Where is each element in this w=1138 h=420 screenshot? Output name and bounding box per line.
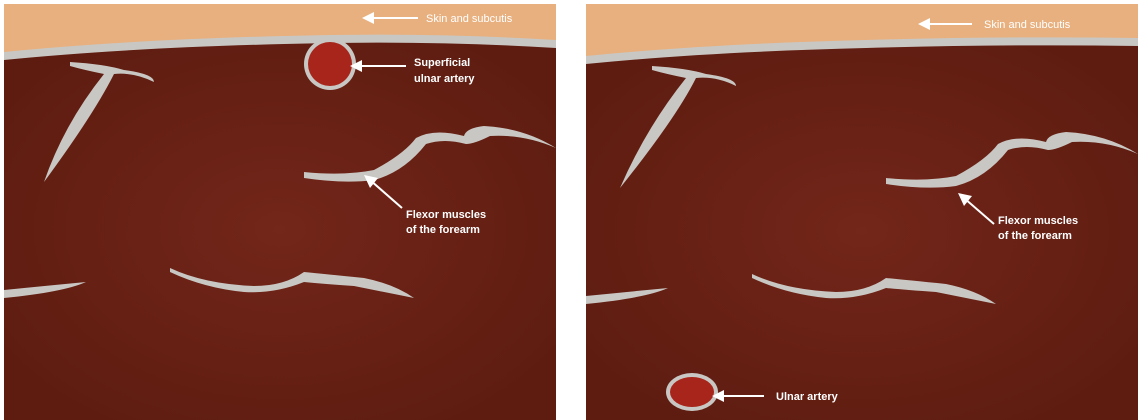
ulnar-artery xyxy=(670,377,714,407)
flexor-muscle-label-line1: Flexor muscles xyxy=(406,209,486,221)
superficial-artery-label-line1: Superficial xyxy=(414,57,470,69)
panel-left-illustration: Skin and subcutis Superficial ulnar arte… xyxy=(4,4,556,420)
superficial-ulnar-artery xyxy=(308,42,352,86)
panel-right-normal-variant: Skin and subcutis Flexor muscles of the … xyxy=(586,4,1138,420)
ulnar-artery-label: Ulnar artery xyxy=(776,391,839,403)
panel-right-illustration: Skin and subcutis Flexor muscles of the … xyxy=(586,4,1138,420)
skin-label: Skin and subcutis xyxy=(426,13,513,25)
flexor-muscle-label-line2: of the forearm xyxy=(406,224,480,236)
flexor-muscle-label-line1: Flexor muscles xyxy=(998,215,1078,227)
panel-left-superficial-variant: Skin and subcutis Superficial ulnar arte… xyxy=(4,4,556,420)
flexor-muscle-label-line2: of the forearm xyxy=(998,230,1072,242)
skin-label: Skin and subcutis xyxy=(984,19,1071,31)
superficial-artery-label-line2: ulnar artery xyxy=(414,73,475,85)
